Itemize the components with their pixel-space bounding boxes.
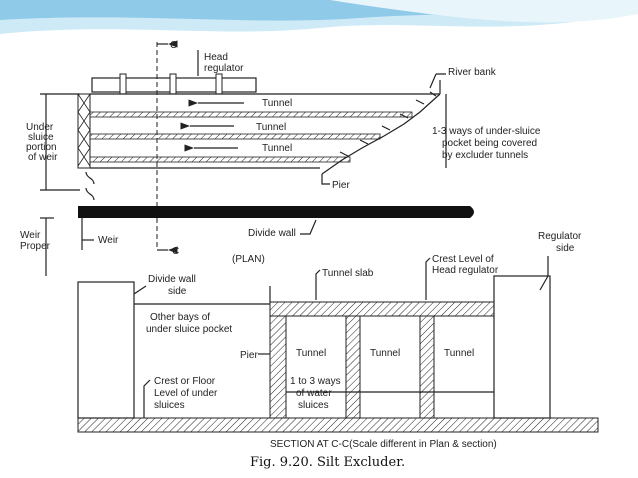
section-floor [77, 417, 599, 433]
head-regulator-label-1: Head [204, 52, 228, 63]
crest-floor-label-2: Level of under [154, 388, 218, 399]
section-tunnel-label-3: Tunnel [444, 348, 474, 359]
section-view: Tunnel Tunnel Tunnel Regulator side Tunn… [77, 231, 599, 450]
weir-proper-label-2: Proper [20, 241, 51, 252]
divide-wall-side-label-1: Divide wall [148, 274, 196, 285]
section-pier-1 [269, 315, 287, 419]
under-sluice-label-4: of weir [28, 152, 58, 163]
water-ways-label-1: 1 to 3 ways [290, 376, 341, 387]
weir-label: Weir [98, 235, 119, 246]
weir-proper-label-1: Weir [20, 230, 41, 241]
river-bank-label: River bank [448, 67, 497, 78]
plan-tunnel-label-3: Tunnel [262, 143, 292, 154]
section-tunnel-label-1: Tunnel [296, 348, 326, 359]
river-bank-slope [321, 93, 441, 175]
tunnel-slab [269, 301, 495, 317]
crest-level-label-2: Head regulator [432, 265, 499, 276]
divide-wall-side-label-2: side [168, 286, 187, 297]
figure-caption: Fig. 9.20. Silt Excluder. [250, 455, 405, 470]
section-divide-wall [77, 281, 135, 419]
water-ways-label-2: of water [296, 388, 332, 399]
under-sluice-left-wall [77, 93, 91, 169]
regulator-side-label-2: side [556, 243, 575, 254]
other-bays-label-1: Other bays of [150, 312, 210, 323]
section-tunnel-label-2: Tunnel [370, 348, 400, 359]
plan-tunnel-label-2: Tunnel [256, 122, 286, 133]
plan-tunnel-label-1: Tunnel [262, 98, 292, 109]
under-sluice-label-2: sluice [28, 132, 54, 143]
plan-title: (PLAN) [232, 254, 265, 265]
section-marker-bottom: C [172, 246, 179, 257]
title-banner [0, 0, 638, 48]
water-ways-label-3: sluices [298, 400, 329, 411]
divide-wall [78, 206, 474, 218]
regulator-side-label-1: Regulator [538, 231, 582, 242]
tunnel-divider-2 [89, 133, 381, 140]
section-pier-2 [345, 315, 361, 419]
tunnel-slab-label: Tunnel slab [322, 268, 374, 279]
ways-label-2: pocket being covered [442, 138, 537, 149]
crest-floor-label-1: Crest or Floor [154, 376, 216, 387]
plan-pier-label: Pier [332, 180, 350, 191]
head-regulator-label-2: regulator [204, 63, 244, 74]
section-pier-label: Pier [240, 350, 258, 361]
other-bays-label-2: under sluice pocket [146, 324, 232, 335]
head-regulator-pier-1 [119, 73, 127, 95]
plan-view: Tunnel Tunnel Tunnel Head regulator C Ri… [20, 40, 541, 276]
head-regulator-pier-2 [169, 73, 177, 95]
tunnel-divider-1 [89, 111, 413, 118]
crest-floor-label-3: sluices [154, 400, 185, 411]
tunnel-divider-3 [89, 156, 351, 163]
ways-label-1: 1-3 ways of under-sluice [432, 126, 541, 137]
section-marker-top: C [170, 40, 177, 51]
divide-wall-label: Divide wall [248, 228, 296, 239]
section-regulator-block [493, 275, 551, 419]
section-title: SECTION AT C-C(Scale different in Plan &… [270, 439, 497, 450]
head-regulator-pier-3 [215, 73, 223, 95]
under-sluice-label-1: Under [26, 122, 54, 133]
crest-level-label-1: Crest Level of [432, 254, 494, 265]
section-pier-3 [419, 315, 435, 419]
ways-label-3: by excluder tunnels [442, 150, 528, 161]
under-sluice-label-3: portion [26, 142, 57, 153]
